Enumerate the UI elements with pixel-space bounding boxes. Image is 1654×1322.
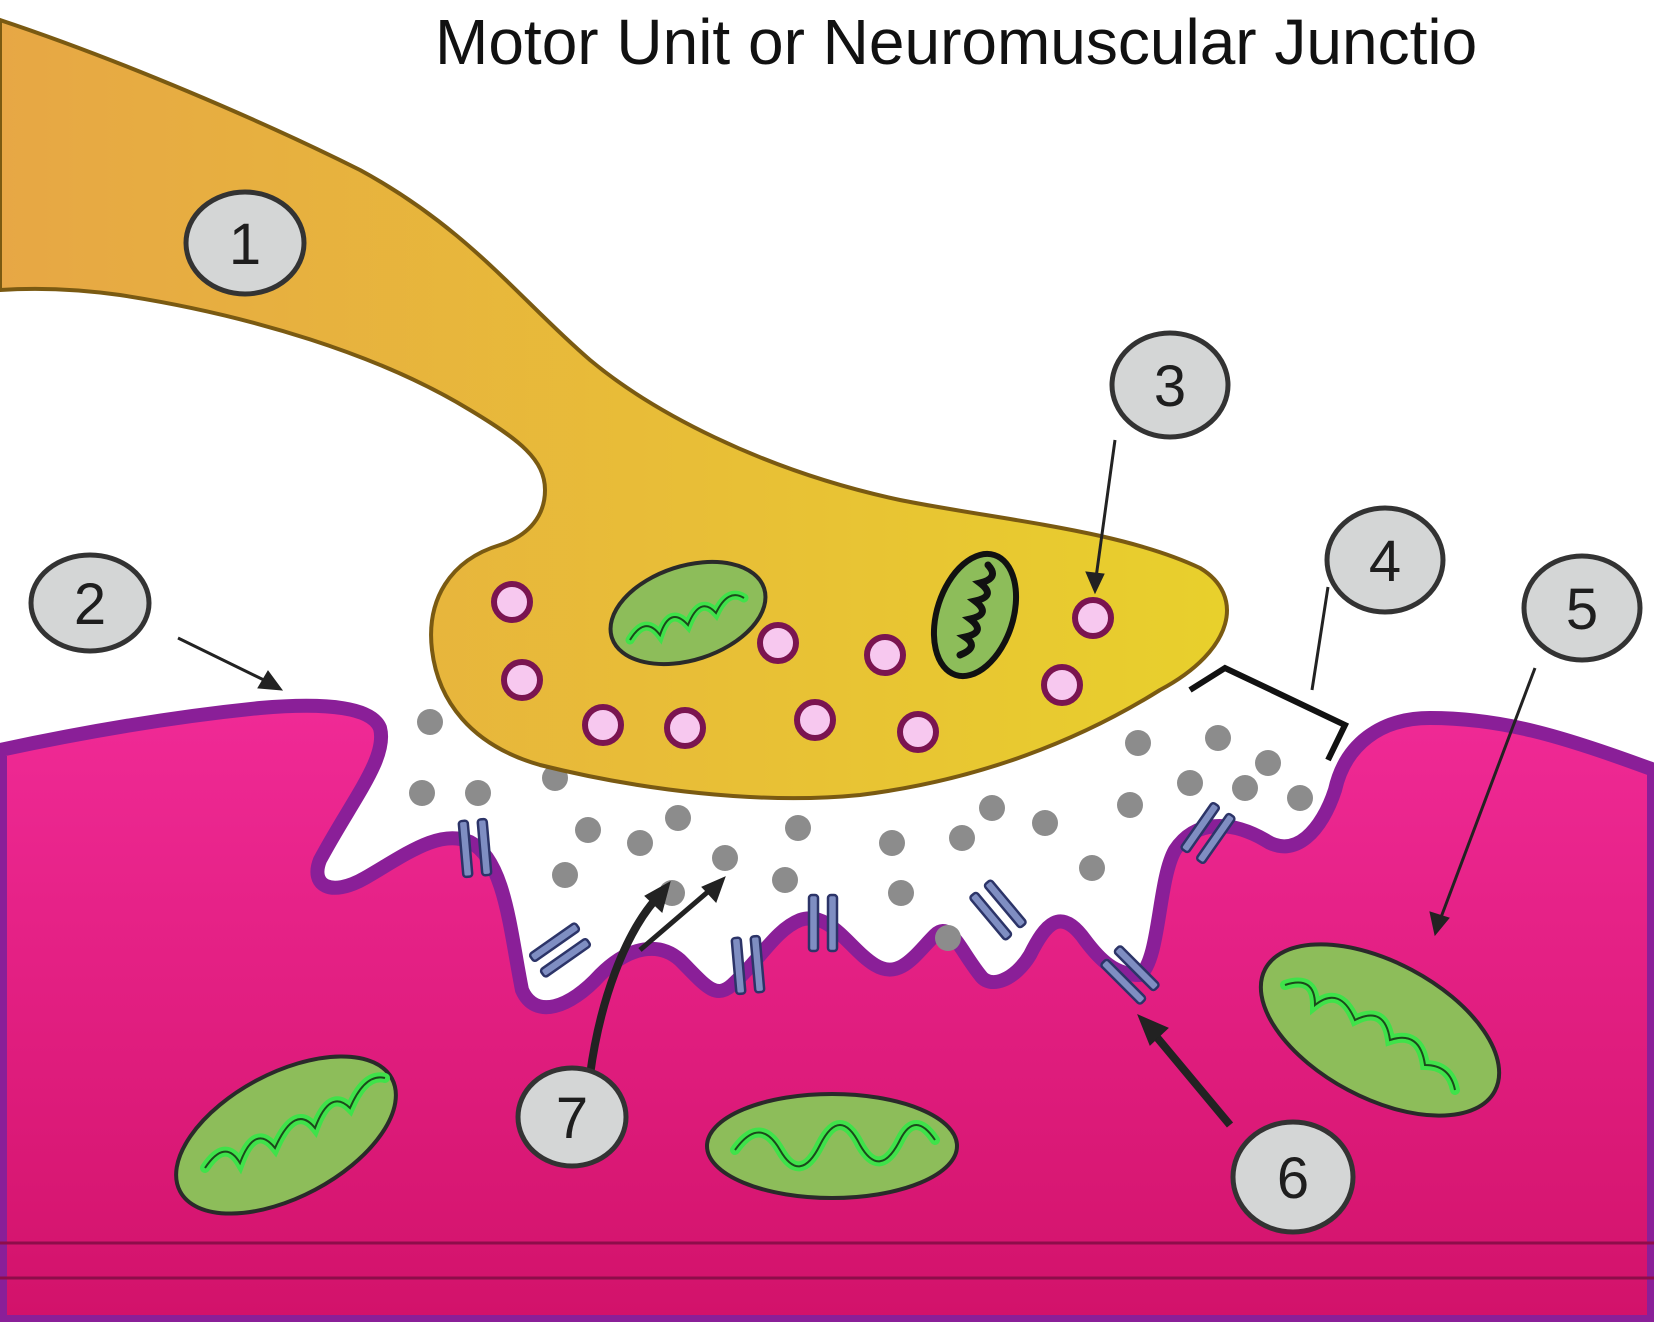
callout-3: 3 [1112,333,1228,437]
synaptic-vesicle [494,584,530,620]
callout-7: 7 [518,1068,626,1166]
neurotransmitter-molecule [879,830,905,856]
synaptic-vesicle [760,625,796,661]
callout-number: 7 [556,1086,588,1151]
callout-2: 2 [31,555,149,651]
neurotransmitter-molecule [552,862,578,888]
neurotransmitter-molecule [1032,810,1058,836]
neurotransmitter-molecule [627,830,653,856]
neurotransmitter-molecule [712,845,738,871]
synaptic-vesicle [1075,600,1111,636]
callout-number: 6 [1277,1146,1309,1211]
neurotransmitter-molecule [979,795,1005,821]
neurotransmitter-molecule [949,825,975,851]
neurotransmitter-molecule [665,805,691,831]
arrowhead-7b [702,877,725,902]
receptor [529,922,591,977]
callout-1: 1 [186,192,304,294]
neurotransmitter-molecule [409,780,435,806]
muscle-mitochondrion-center [707,1094,957,1198]
callout-4: 4 [1327,508,1443,612]
callout-number: 3 [1154,354,1186,419]
neurotransmitter-molecule [575,817,601,843]
neurotransmitter-molecule [1117,792,1143,818]
neurotransmitter-molecule [1125,730,1151,756]
callout-number: 2 [74,572,106,637]
neurotransmitter-molecule [1205,725,1231,751]
leader-line-4 [1312,587,1328,690]
neurotransmitter-molecule [785,815,811,841]
neurotransmitter-molecule [1255,750,1281,776]
callout-number: 4 [1369,529,1401,594]
neurotransmitter-molecule [935,925,961,951]
callout-number: 1 [229,212,261,277]
synaptic-vesicle [1044,667,1080,703]
neurotransmitter-molecule [417,709,443,735]
diagram-title: Motor Unit or Neuromuscular Junctio [435,6,1477,78]
neurotransmitter-molecule [1232,775,1258,801]
synaptic-vesicle [585,707,621,743]
synaptic-vesicle [667,710,703,746]
neurotransmitter-molecule [465,780,491,806]
synaptic-vesicle [504,662,540,698]
callout-5: 5 [1524,556,1640,660]
synaptic-vesicle [867,637,903,673]
receptor [969,880,1026,941]
synaptic-vesicle [797,702,833,738]
neurotransmitter-molecule [1287,785,1313,811]
callout-6: 6 [1233,1122,1353,1232]
neurotransmitter-molecule [888,880,914,906]
leader-line-2 [178,638,268,682]
neurotransmitter-molecule [1079,855,1105,881]
neurotransmitter-molecule [1177,770,1203,796]
neurotransmitter-molecule [772,867,798,893]
callout-number: 5 [1566,577,1598,642]
synaptic-vesicle [900,714,936,750]
